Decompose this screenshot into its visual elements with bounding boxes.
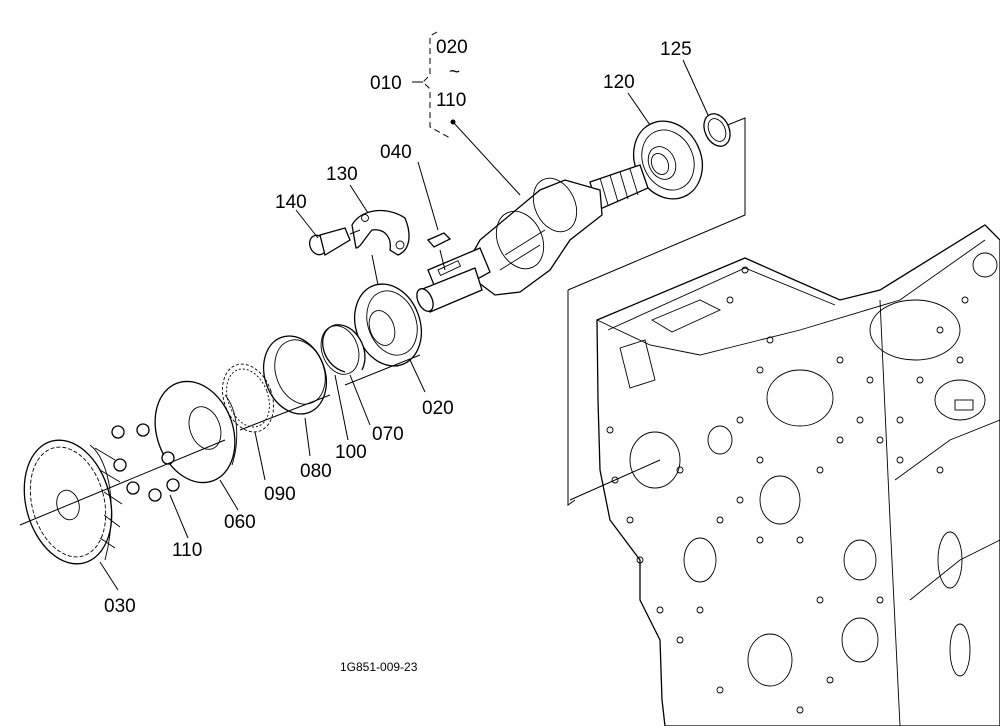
drawing-code: 1G851-009-23 <box>340 660 418 674</box>
label-range-top: 020 <box>436 37 468 58</box>
crankcase-block <box>596 224 1000 726</box>
leader-lines <box>99 59 709 591</box>
label-range-bottom: 110 <box>436 90 466 111</box>
label-110: 110 <box>172 540 202 561</box>
part-040-key <box>426 232 452 271</box>
part-110-balls <box>111 423 180 502</box>
part-120-bearing <box>632 120 704 200</box>
label-090: 090 <box>264 484 296 505</box>
label-020: 020 <box>422 398 454 419</box>
part-crankshaft <box>416 164 649 313</box>
label-010: 010 <box>370 73 402 94</box>
label-130: 130 <box>326 164 358 185</box>
part-140-bolt <box>308 227 361 257</box>
label-060: 060 <box>224 512 256 533</box>
label-070: 070 <box>372 424 404 445</box>
part-080-seal <box>263 335 327 415</box>
guide-line-frame <box>567 290 576 506</box>
part-090-retainer <box>222 363 274 433</box>
label-120: 120 <box>603 72 635 93</box>
range-bracket <box>412 31 521 196</box>
part-130-plate <box>351 209 410 286</box>
label-030: 030 <box>104 596 136 617</box>
part-070-circlip <box>320 324 366 375</box>
label-080: 080 <box>300 461 332 482</box>
label-125: 125 <box>660 39 692 60</box>
label-100: 100 <box>335 442 367 463</box>
part-125-ring <box>703 113 731 147</box>
part-060-plate <box>154 380 238 484</box>
label-040: 040 <box>380 142 412 163</box>
part-020-bearing <box>354 283 422 367</box>
label-range-sep: ~ <box>449 62 460 83</box>
centre-line <box>19 354 421 526</box>
part-030-gear <box>23 439 123 565</box>
label-140: 140 <box>275 192 307 213</box>
